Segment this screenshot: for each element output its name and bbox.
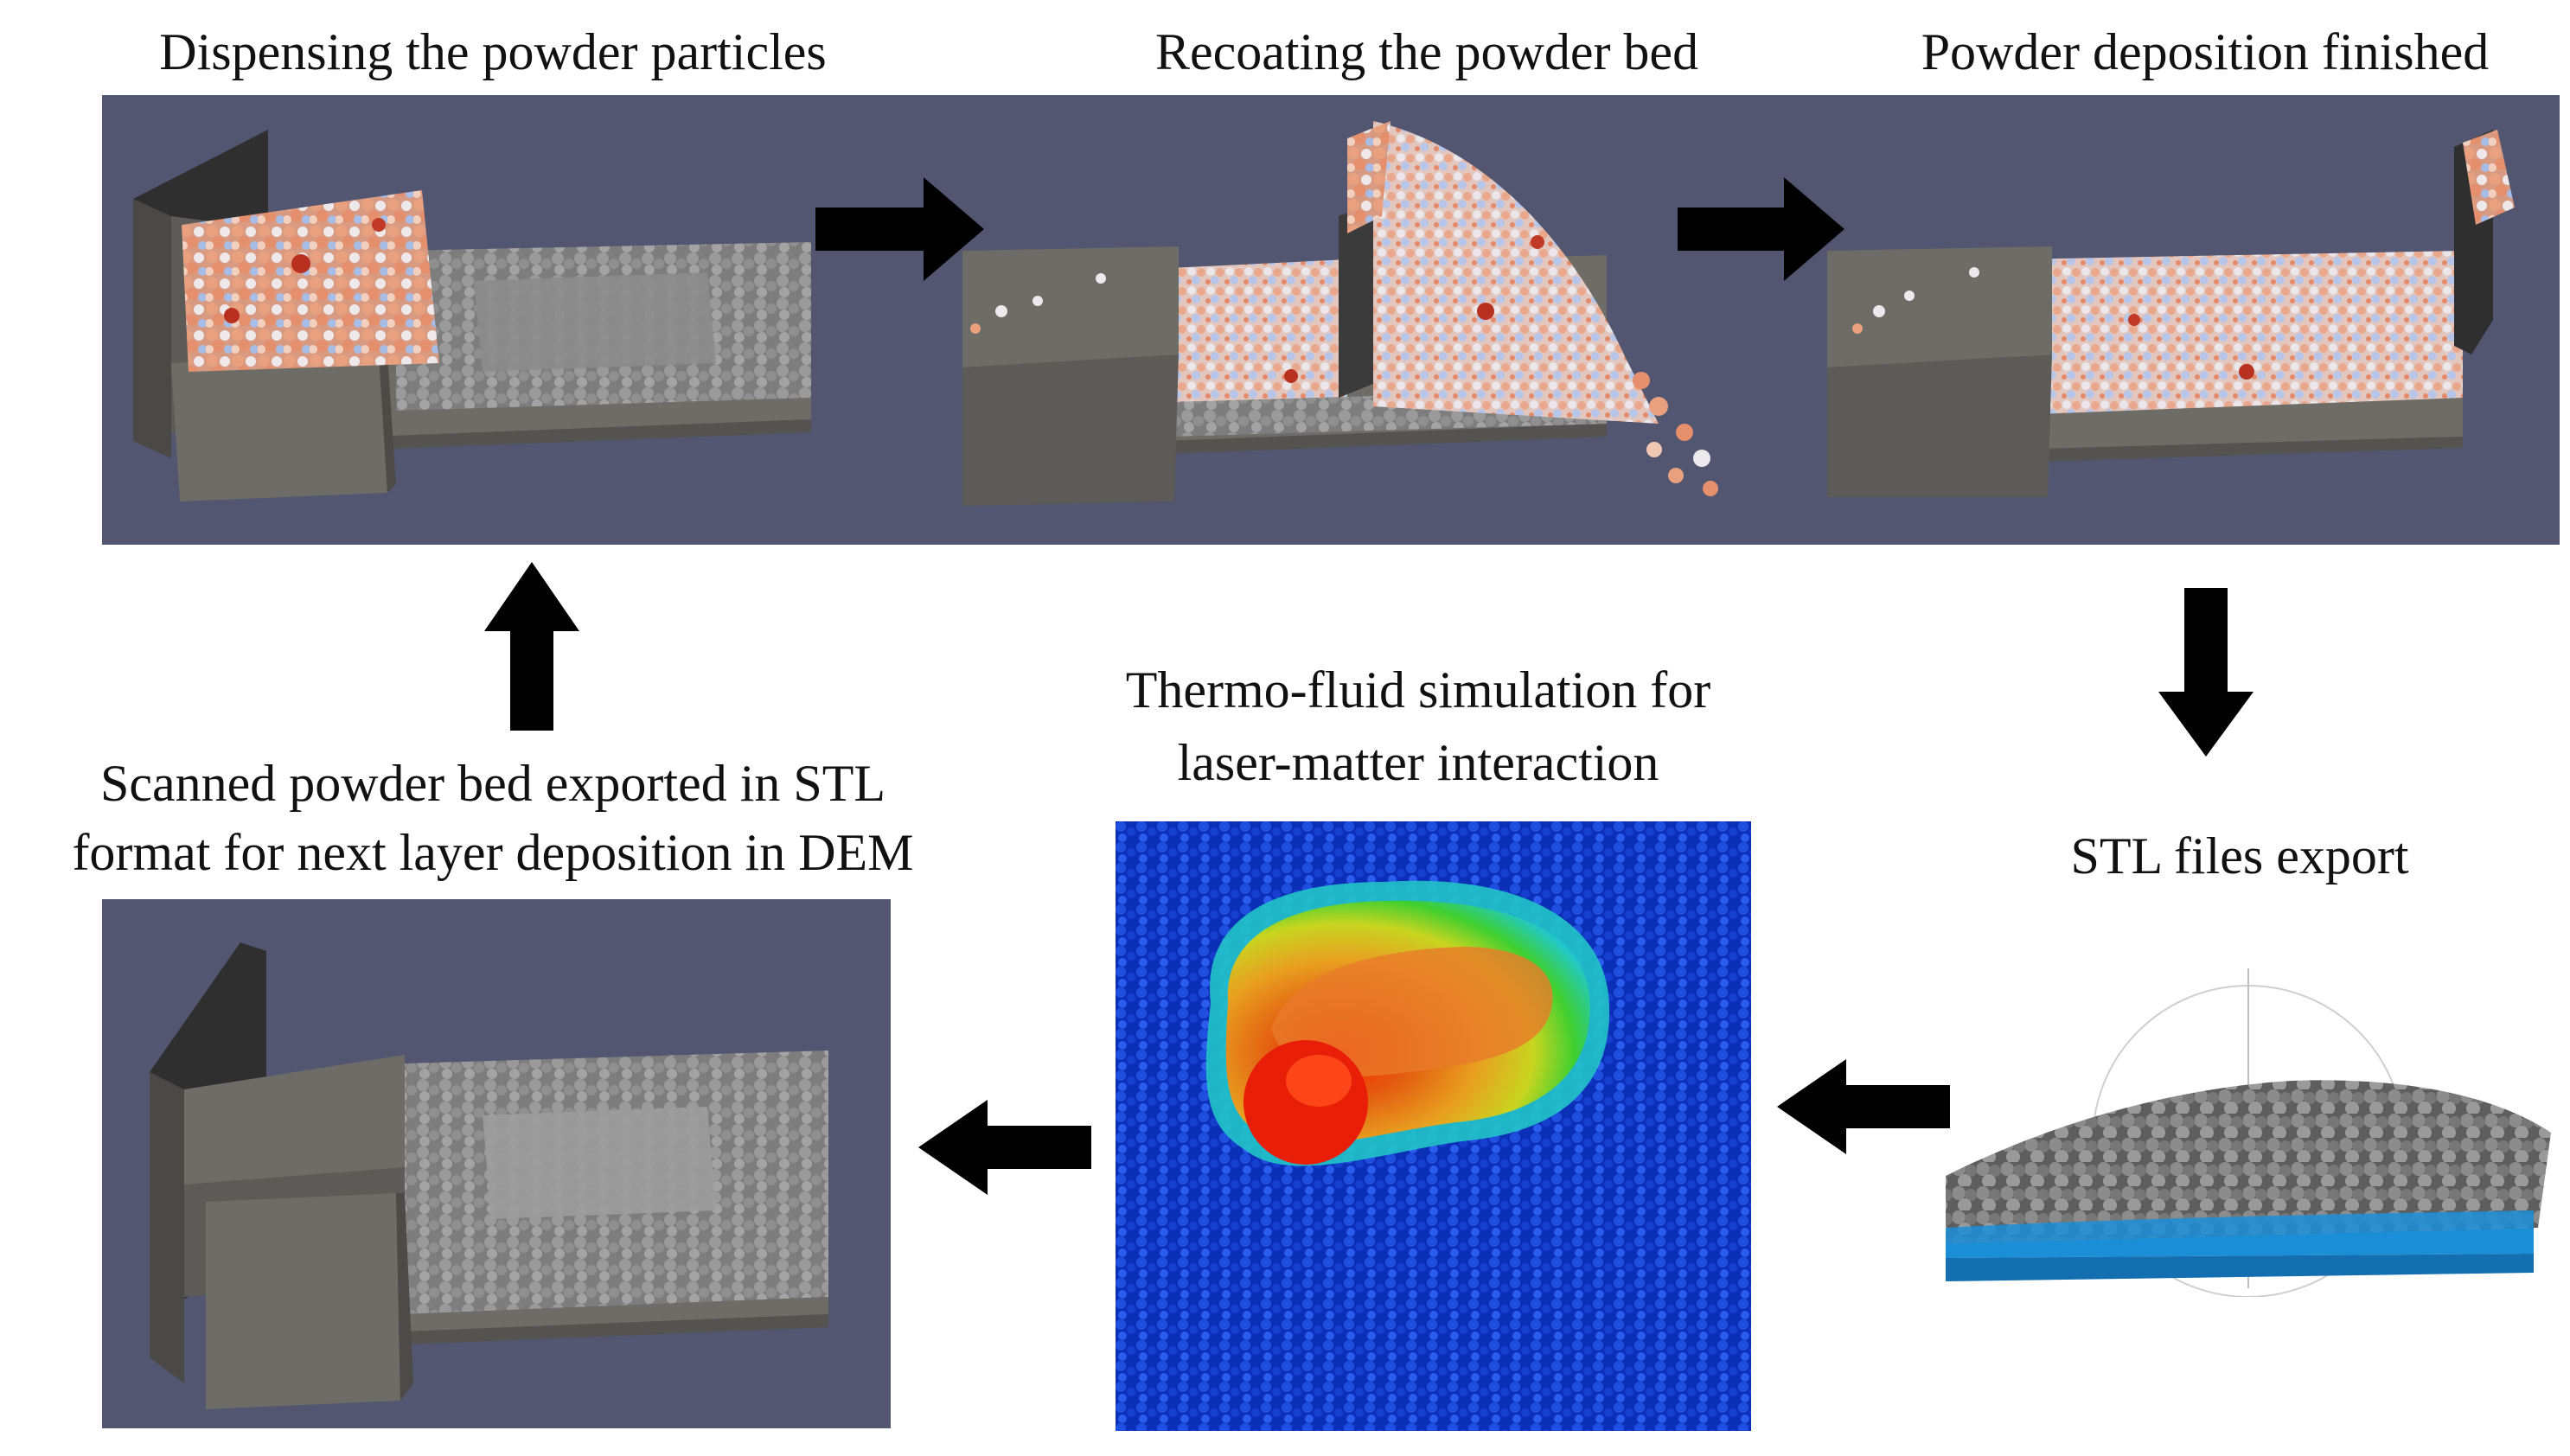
arrow-simulation-to-next-layer <box>918 1100 1091 1195</box>
step1-label: Dispensing the powder particles <box>159 23 827 80</box>
top-panel-scene <box>102 95 2560 545</box>
thermo-fluid-panel <box>1116 821 1751 1431</box>
arrow-down <box>2158 588 2254 757</box>
step6-label-line2: format for next layer deposition in DEM <box>72 824 914 881</box>
next-layer-dem-panel <box>102 899 891 1428</box>
step3-label: Powder deposition finished <box>1921 23 2490 80</box>
arrow-stl-to-simulation <box>1777 1059 1950 1154</box>
stl-export-panel <box>1928 968 2568 1297</box>
step5-label-line1: Thermo-fluid simulation for <box>1125 661 1711 718</box>
step2-recoating-scene <box>962 121 1718 506</box>
step5-label-line2: laser-matter interaction <box>1177 734 1659 791</box>
next-layer-scene <box>102 899 891 1428</box>
step2-label: Recoating the powder bed <box>1154 23 1699 80</box>
temperature-field <box>1116 821 1751 1431</box>
arrow-step1-to-step2 <box>815 177 984 281</box>
step6-label-line1: Scanned powder bed exported in STL <box>99 755 886 812</box>
top-simulation-panel <box>102 95 2560 545</box>
arrow-up <box>484 562 579 731</box>
step3-finished-scene <box>1827 130 2515 497</box>
step1-dispensing-scene <box>133 130 811 501</box>
stl-powder-model <box>1928 968 2568 1297</box>
arrow-step2-to-step3 <box>1678 177 1844 281</box>
step4-label: STL files export <box>2070 827 2409 884</box>
